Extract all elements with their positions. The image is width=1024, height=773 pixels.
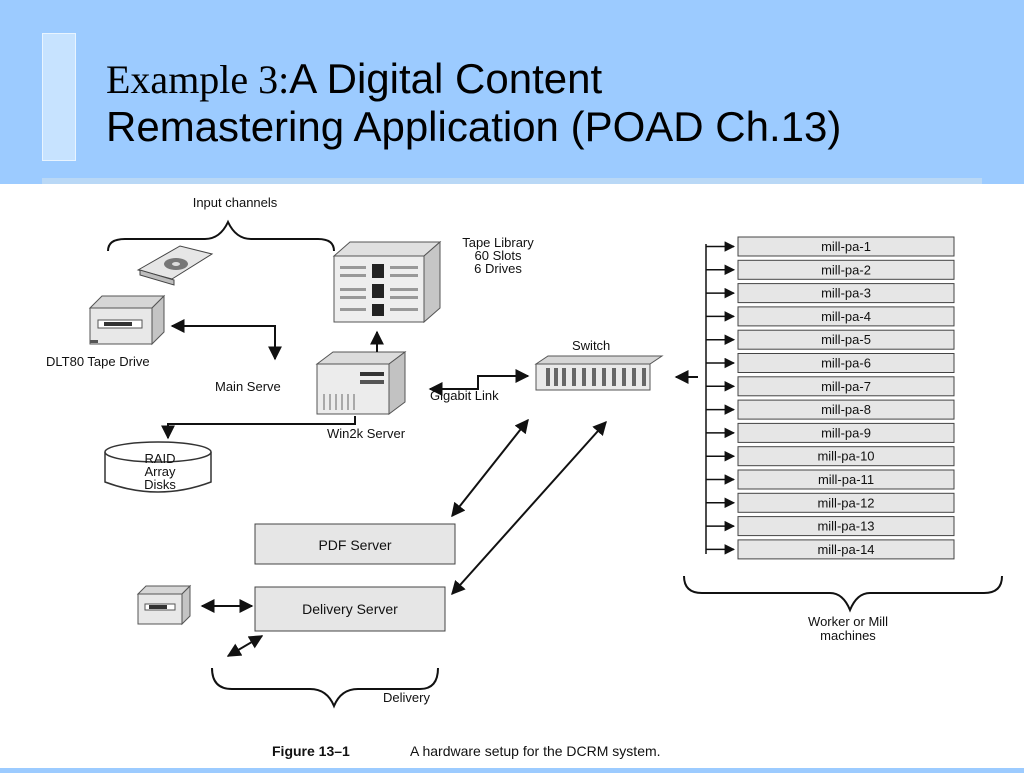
title-main: A Digital Content: [289, 55, 603, 102]
switch-to-delivery-link: [451, 420, 607, 596]
mill-label: mill-pa-3: [821, 286, 871, 301]
caption-label: Figure 13–1: [272, 743, 350, 759]
mill-label: mill-pa-10: [817, 449, 874, 464]
mill-label: mill-pa-1: [821, 239, 871, 254]
raid-label: RAID: [144, 451, 175, 466]
mill-machine: mill-pa-12: [706, 492, 955, 513]
server-to-raid-link: [161, 416, 356, 440]
mill-box: [737, 469, 955, 490]
delivery-label: Delivery: [383, 690, 430, 705]
mill-machine: mill-pa-8: [706, 399, 955, 420]
mill-box: [737, 399, 955, 420]
mill-machine: mill-pa-7: [706, 376, 955, 397]
caption-text: A hardware setup for the DCRM system.: [410, 743, 661, 759]
mill-label: mill-pa-6: [821, 356, 871, 371]
mill-machine: mill-pa-2: [706, 259, 955, 280]
tape-library-drives: 6 Drives: [474, 261, 522, 276]
mill-box: [737, 539, 955, 560]
mill-machine: mill-pa-4: [706, 306, 955, 327]
mill-label: mill-pa-2: [821, 262, 871, 277]
title-accent-bar: [42, 33, 76, 161]
mill-machine: mill-pa-11: [706, 469, 955, 490]
title-prefix: Example 3:: [106, 57, 290, 102]
mill-label: mill-pa-9: [821, 425, 871, 440]
dlt-tape-drive-icon: [88, 294, 166, 346]
mill-label: mill-pa-11: [818, 472, 874, 487]
mill-label: mill-pa-12: [817, 495, 874, 510]
mill-label: mill-pa-4: [821, 309, 871, 324]
main-server-icon: [315, 351, 407, 415]
mill-box: [737, 236, 955, 257]
mill-machine: mill-pa-13: [706, 516, 955, 537]
win2k-label: Win2k Server: [327, 426, 406, 441]
hardware-diagram: Input channels DLT80 Tape Drive Tape Lib…: [46, 195, 1003, 759]
mill-box: [737, 283, 955, 304]
mill-label: mill-pa-7: [821, 379, 871, 394]
mill-label: mill-pa-8: [821, 402, 871, 417]
mill-box: [737, 306, 955, 327]
mill-label: mill-pa-14: [817, 542, 874, 557]
raid-disks-icon: [104, 441, 212, 493]
pdf-server-box: [254, 523, 456, 565]
mill-label: mill-pa-13: [817, 519, 874, 534]
slide-title: Example 3:A Digital Content Remastering …: [106, 55, 1016, 150]
delivery-brace: [211, 667, 439, 709]
gigabit-link: [428, 369, 530, 396]
title-line-2: Remastering Application (POAD Ch.13): [106, 102, 842, 150]
main-server-label: Main Serve: [215, 379, 281, 394]
switch-label: Switch: [572, 338, 610, 353]
title-line-1: Example 3:A Digital Content: [106, 55, 1016, 103]
delivery-server-label: Delivery Server: [302, 601, 398, 617]
workers-brace: [683, 575, 1003, 613]
workers-label: Worker or Mill: [808, 614, 888, 629]
dlt-to-server-link: [170, 319, 282, 361]
delivery-server-box: [254, 586, 446, 632]
switch-to-pdf-link: [451, 418, 529, 518]
input-channels-label: Input channels: [193, 195, 278, 210]
mill-box: [737, 329, 955, 350]
delivery-tape-drive-icon: [136, 584, 192, 626]
dlt-drive-label: DLT80 Tape Drive: [46, 354, 150, 369]
mill-box: [737, 353, 955, 373]
mill-machine: mill-pa-9: [706, 422, 955, 443]
mill-machines: mill-pa-1 mill-pa-2 mill-pa-3 mill-pa-4 mill…: [706, 236, 955, 560]
mill-machine: mill-pa-3: [706, 283, 955, 304]
mill-box: [737, 259, 955, 280]
tape-library-label: Tape Library: [462, 235, 534, 250]
mill-label: mill-pa-5: [821, 332, 871, 347]
mill-box: [737, 376, 955, 397]
raid-array: Array: [144, 464, 176, 479]
mill-box: [737, 422, 955, 443]
switch-icon: [534, 355, 664, 391]
mill-box: [737, 492, 955, 513]
mill-machine: mill-pa-5: [706, 329, 955, 350]
mill-box: [737, 446, 955, 467]
mill-machine: mill-pa-14: [706, 539, 955, 560]
mill-machine: mill-pa-10: [706, 446, 955, 467]
gigabit-label: Gigabit Link: [430, 388, 499, 403]
mill-box: [737, 516, 955, 537]
figure-area: Input channels DLT80 Tape Drive Tape Lib…: [0, 184, 1024, 768]
mill-machine: mill-pa-6: [706, 353, 955, 373]
pdf-server-label: PDF Server: [318, 537, 391, 553]
raid-disks: Disks: [144, 477, 176, 492]
delivery-output-link: [226, 635, 264, 657]
tape-library-slots: 60 Slots: [475, 248, 522, 263]
mill-machine: mill-pa-1: [706, 236, 955, 257]
workers-label-2: machines: [820, 628, 876, 643]
input-channels-brace: [107, 219, 335, 252]
scanner-icon: [136, 245, 214, 286]
tape-library-icon: [332, 240, 442, 324]
